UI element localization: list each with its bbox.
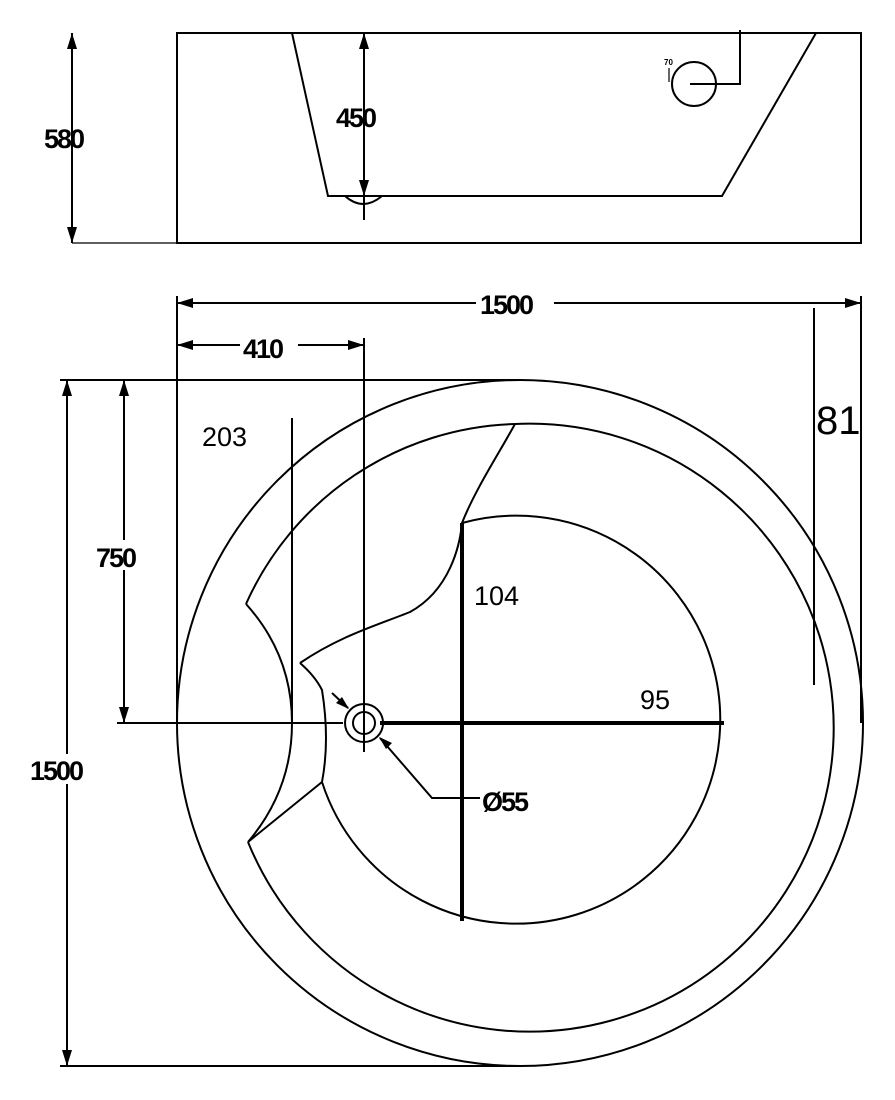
overflow-fitting-pipe <box>690 30 741 85</box>
overall-depth-arrow-top <box>62 380 72 396</box>
drain-diameter-arrow-lower <box>379 737 392 749</box>
drain-diameter-label-bg <box>480 785 548 815</box>
width-arrow-right <box>845 298 861 308</box>
backrest-wave-curve <box>299 423 516 664</box>
half-depth-arrow-bottom <box>119 707 129 723</box>
half-depth-label-bg <box>94 540 154 570</box>
drain-offset-arrow-right <box>348 340 364 350</box>
overall-depth-label-bg <box>28 754 102 784</box>
half-depth-label: 750 <box>96 543 136 573</box>
seat-label: 203 <box>202 422 247 452</box>
height-arrow-top <box>67 33 77 49</box>
depth-arrow-bottom <box>359 180 369 196</box>
inner-radius-label: 95 <box>640 685 670 715</box>
overall-depth-arrow-bottom <box>62 1050 72 1066</box>
drain-diameter-arrow-upper <box>336 697 349 709</box>
width-arrow-left <box>177 298 193 308</box>
basin-circle <box>321 514 722 925</box>
fitting-label: 70 <box>664 58 673 67</box>
drain-outer-circle <box>344 703 384 743</box>
depth-arrow-top <box>359 33 369 49</box>
inner-rim-arc-top <box>245 423 516 605</box>
drain-offset-label-bg <box>240 330 298 360</box>
basin-left-curve <box>299 662 327 783</box>
width-label-bg <box>476 286 554 316</box>
drain-inner-circle <box>352 711 376 735</box>
side-view-outline <box>176 32 862 244</box>
height-label: 580 <box>44 124 84 154</box>
side-view-basin-profile <box>291 32 817 197</box>
height-arrow-bottom <box>67 227 77 243</box>
drain-diameter-leader-lower <box>379 737 482 799</box>
width-label: 1500 <box>480 290 533 320</box>
drain-diameter-label: Ø55 <box>482 787 529 817</box>
depth-label: 450 <box>336 103 376 133</box>
half-depth-arrow-top <box>119 380 129 396</box>
drain-offset-label: 410 <box>243 334 283 364</box>
right-gap-label: 81 <box>816 399 861 443</box>
inner-vertical-label: 104 <box>474 581 519 611</box>
drain-offset-arrow-left <box>177 340 193 350</box>
inner-rim-arc-right <box>247 422 835 1033</box>
top-view: 1500 410 1500 750 203 81 104 9 <box>28 286 864 1067</box>
seat-lower-edge <box>247 781 323 843</box>
overall-depth-label: 1500 <box>30 756 83 786</box>
side-view: 580 450 70 <box>44 30 862 244</box>
